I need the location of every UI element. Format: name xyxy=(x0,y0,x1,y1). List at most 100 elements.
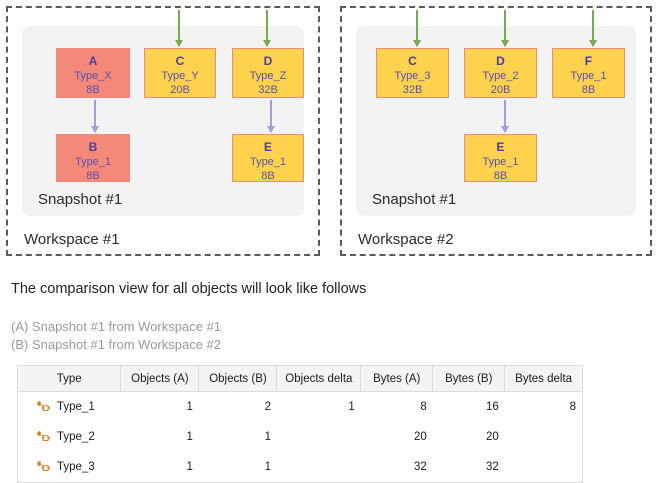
object-node-size: 32B xyxy=(402,84,423,97)
object-node-name: E xyxy=(496,140,505,154)
object-node-type: Type_1 xyxy=(74,156,112,169)
object-node-size: 8B xyxy=(86,84,100,97)
type-class-icon xyxy=(37,460,50,472)
object-node-size: 8B xyxy=(261,170,275,183)
arrow-head-icon xyxy=(501,40,509,47)
cell-objects-a: 1 xyxy=(186,461,193,473)
arrow-shaft xyxy=(266,10,268,46)
legend-line-b: (B) Snapshot #1 from Workspace #2 xyxy=(11,337,222,353)
caption-text: The comparison view for all objects will… xyxy=(11,281,367,297)
type-class-icon xyxy=(37,400,50,412)
arrow-head-icon xyxy=(413,40,421,47)
cell-bytes-delta xyxy=(505,422,583,452)
cell-objects-a: 1 xyxy=(186,401,193,413)
object-node-name: C xyxy=(408,54,417,68)
object-node-name: C xyxy=(175,54,185,68)
legend-line-a: (A) Snapshot #1 from Workspace #1 xyxy=(11,319,222,334)
cell-objects-a: 1 xyxy=(186,431,193,443)
cell-objects-b: 1 xyxy=(264,461,271,473)
arrow-head-icon xyxy=(263,40,271,47)
cell-objects-delta xyxy=(277,452,361,483)
object-node-type: Type_1 xyxy=(482,156,519,169)
arrow-head-icon xyxy=(589,40,597,47)
cell-bytes-a: 8 xyxy=(420,401,427,413)
object-node-size: 8B xyxy=(493,170,508,183)
workspace-label-2: Workspace #2 xyxy=(358,231,454,248)
arrow-shaft xyxy=(416,10,418,46)
object-node-type: Type_1 xyxy=(570,70,607,83)
arrow-shaft xyxy=(178,10,180,46)
cell-bytes-b: 20 xyxy=(485,431,499,443)
column-header-bytes-b[interactable]: Bytes (B) xyxy=(432,365,506,392)
object-node-name: D xyxy=(496,54,505,68)
object-node-type: Type_2 xyxy=(482,70,519,83)
cell-type: Type_2 xyxy=(18,422,121,452)
object-node-name: E xyxy=(263,140,273,154)
column-header-objects-a[interactable]: Objects (A) xyxy=(120,365,200,392)
object-node-name: B xyxy=(88,140,98,154)
root-reference-arrow xyxy=(500,10,510,47)
cell-bytes-a: 20 xyxy=(413,431,427,443)
arrow-shaft xyxy=(94,100,96,132)
object-node-name: D xyxy=(263,54,273,68)
type-name-label: Type_3 xyxy=(57,461,95,473)
object-node-size: 32B xyxy=(258,84,278,97)
root-reference-arrow xyxy=(412,10,422,47)
snapshot-label-1: Snapshot #1 xyxy=(38,191,123,208)
column-header-type[interactable]: Type xyxy=(17,365,122,392)
cell-objects-delta: 1 xyxy=(348,401,355,413)
object-reference-arrow xyxy=(500,100,510,133)
cell-objects-b: 1 xyxy=(264,431,271,443)
arrow-shaft xyxy=(270,100,272,132)
column-header-bytes-a[interactable]: Bytes (A) xyxy=(360,365,434,392)
cell-bytes-b: 32 xyxy=(485,461,499,473)
arrow-head-icon xyxy=(267,126,275,133)
arrow-head-icon xyxy=(501,126,509,133)
table-header: Type Objects (A) Objects (B) Objects del… xyxy=(17,365,583,392)
cell-bytes-delta: 8 xyxy=(569,401,576,413)
column-header-bytes-delta[interactable]: Bytes delta xyxy=(504,365,583,392)
workspace-label-1: Workspace #1 xyxy=(24,231,120,248)
object-reference-arrow xyxy=(266,100,276,133)
snapshot-label-2: Snapshot #1 xyxy=(372,191,457,208)
object-node-type: Type_Y xyxy=(161,70,199,83)
table-row[interactable]: Type_3 1 1 32 32 xyxy=(18,452,583,483)
object-node-type: Type_Z xyxy=(249,70,287,83)
root-reference-arrow xyxy=(588,10,598,47)
cell-type: Type_1 xyxy=(18,392,121,423)
object-node-size: 8B xyxy=(86,170,100,183)
table-row[interactable]: Type_2 1 1 20 20 xyxy=(18,422,583,452)
object-node-size: 8B xyxy=(581,84,596,97)
object-node-type: Type_X xyxy=(74,70,112,83)
column-header-objects-b[interactable]: Objects (B) xyxy=(198,365,278,392)
object-node-name: A xyxy=(88,54,98,68)
type-name-label: Type_2 xyxy=(57,431,95,443)
cell-objects-b: 2 xyxy=(264,401,271,413)
arrow-head-icon xyxy=(175,40,183,47)
object-node-size: 20B xyxy=(170,84,190,97)
comparison-table[interactable]: Type Objects (A) Objects (B) Objects del… xyxy=(17,365,583,483)
cell-bytes-a: 32 xyxy=(413,461,427,473)
object-reference-arrow xyxy=(90,100,100,133)
root-reference-arrow xyxy=(174,10,184,47)
root-reference-arrow xyxy=(262,10,272,47)
object-node-name: F xyxy=(584,54,593,68)
column-header-objects-delta[interactable]: Objects delta xyxy=(276,365,362,392)
cell-bytes-delta xyxy=(505,452,583,483)
object-node-type: Type_1 xyxy=(249,156,287,169)
legend-block: (A) Snapshot #1 from Workspace #1 (B) Sn… xyxy=(11,318,221,355)
